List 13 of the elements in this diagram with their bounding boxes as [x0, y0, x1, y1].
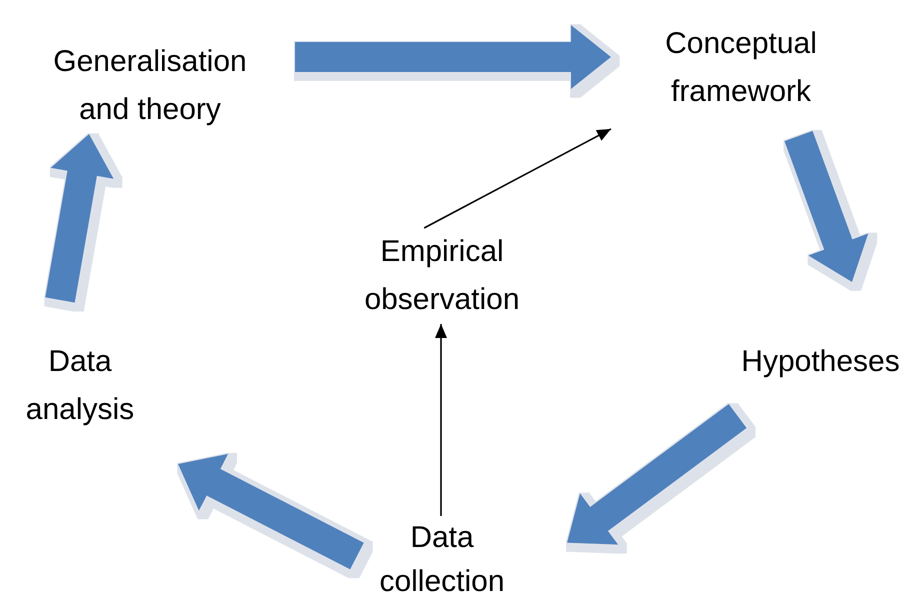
node-label: Data analysis — [24, 344, 136, 428]
arrow — [424, 128, 612, 229]
node-label: Conceptual framework — [664, 26, 818, 110]
block-arrow — [295, 25, 611, 89]
node-label: Hypotheses — [740, 344, 901, 380]
block-arrow — [178, 454, 364, 570]
node-label: Generalisation and theory — [52, 44, 248, 128]
block-arrow — [567, 404, 747, 545]
node-label: Data collection — [378, 520, 506, 600]
arrow — [435, 324, 447, 516]
block-arrow — [45, 134, 114, 303]
node-label: Empirical observation — [363, 234, 521, 318]
block-arrow — [784, 130, 868, 282]
